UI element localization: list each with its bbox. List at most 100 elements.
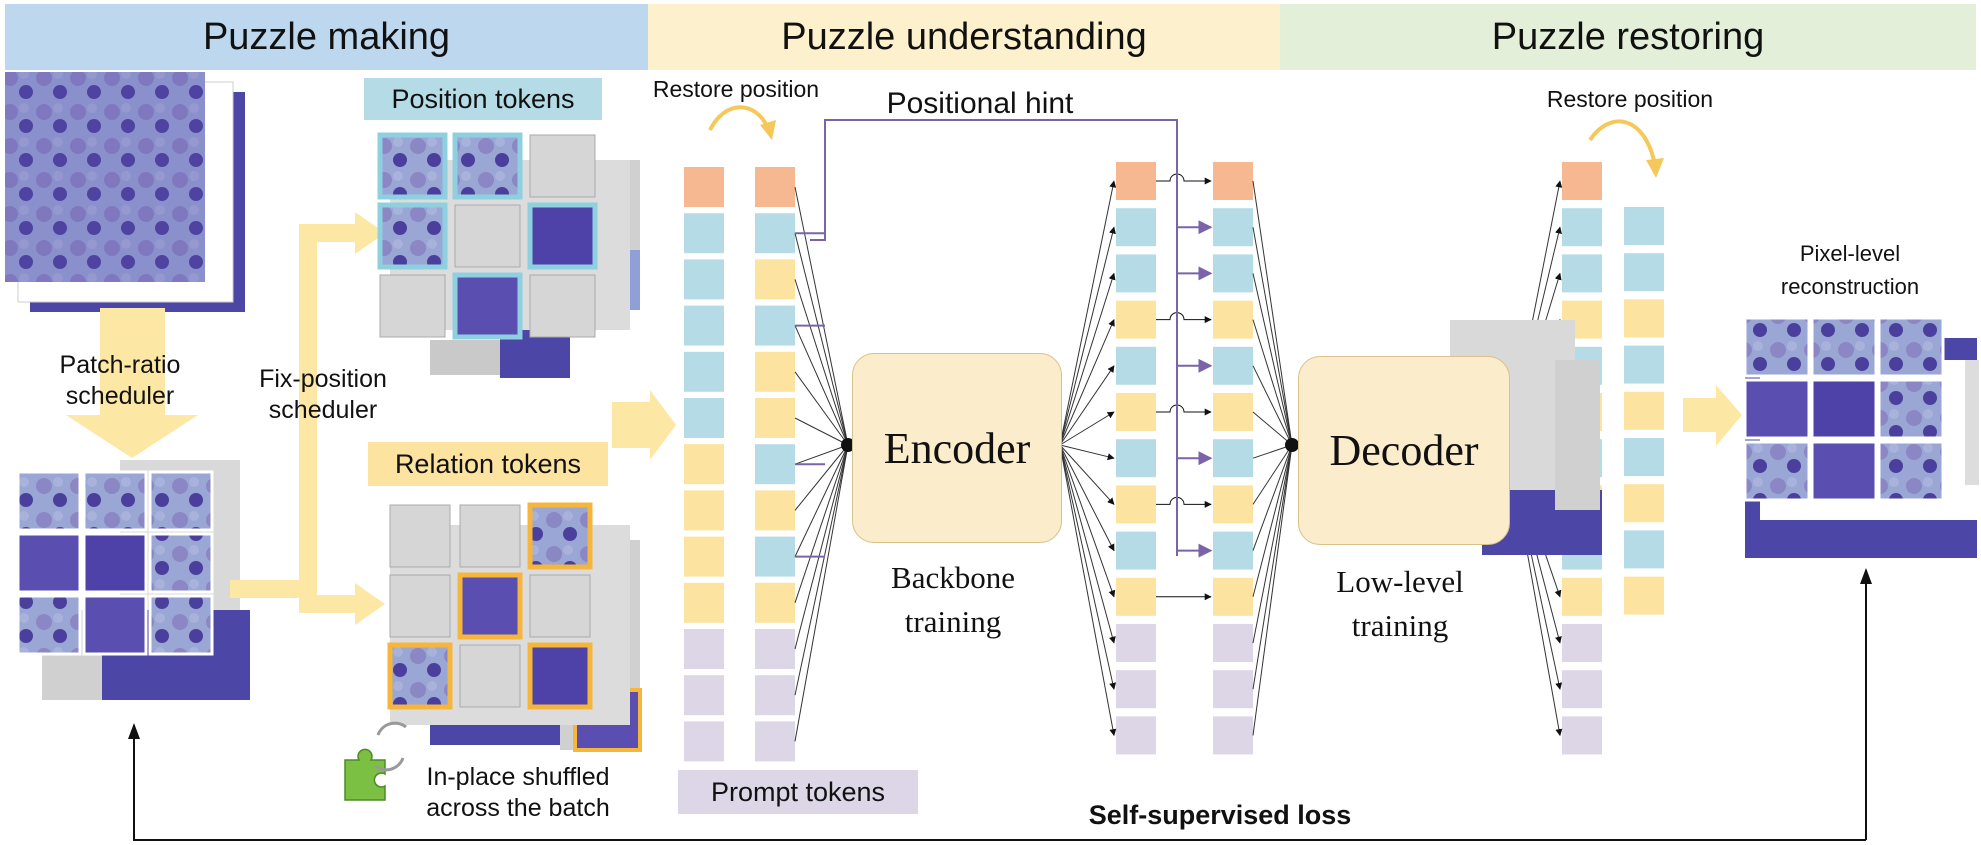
token-input_a-5: [684, 398, 724, 438]
token-decoded_b-3: [1624, 345, 1664, 384]
stage-title-puzzle-understanding: Puzzle understanding: [781, 15, 1147, 58]
position-tokens-label: Position tokens: [364, 78, 602, 120]
encoder-input-node: [841, 438, 855, 452]
token-decoded_a-1: [1562, 208, 1602, 247]
token-decoded_a-12: [1562, 716, 1602, 755]
encoder-label: Encoder: [883, 423, 1031, 473]
decoder-input-node: [1285, 438, 1299, 452]
input-arrow: [612, 390, 676, 460]
token-encoded_b-8: [1213, 531, 1253, 570]
output-arrow: [1683, 385, 1742, 446]
encoder-module: Encoder: [852, 353, 1062, 543]
token-encoded_b-0: [1213, 162, 1253, 200]
token-input_a-4: [684, 351, 724, 392]
token-decoded_b-1: [1624, 253, 1664, 292]
token-input_b-6: [755, 444, 795, 485]
token-encoded_a-3: [1116, 300, 1156, 339]
token-encoded_a-10: [1116, 624, 1156, 662]
token-encoded_b-7: [1213, 485, 1253, 524]
token-input_b-7: [755, 490, 795, 531]
positional-hint-label: Positional hint: [886, 87, 1074, 120]
source-image-stack: [5, 72, 245, 312]
token-input_a-1: [684, 213, 724, 254]
pixel-level-reconstruction-label: Pixel-level reconstruction: [1780, 241, 1920, 299]
stage-band-puzzle-making: Puzzle making: [5, 4, 648, 70]
token-decoded_b-0: [1624, 207, 1664, 245]
positional-hint-path: [810, 119, 1178, 556]
token-input_a-3: [684, 305, 724, 346]
token-input_b-8: [755, 536, 795, 577]
token-decoded_a-10: [1562, 624, 1602, 662]
token-decoded_b-2: [1624, 299, 1664, 338]
fix-position-branch-arrows: [230, 212, 385, 625]
stage-title-puzzle-making: Puzzle making: [202, 15, 451, 58]
token-decoded_a-9: [1562, 577, 1602, 616]
token-decoded_a-11: [1562, 670, 1602, 709]
restore-position-left-label: Restore position: [652, 76, 820, 102]
positional-hint-arrows: [795, 220, 1213, 558]
token-input_a-9: [684, 582, 724, 623]
token-input_a-11: [684, 675, 724, 716]
token-input_b-2: [755, 259, 795, 300]
decoder-label: Decoder: [1329, 426, 1479, 475]
token-input_b-12: [755, 721, 795, 762]
token-encoded_b-1: [1213, 208, 1253, 247]
reconstruction-stack: [1450, 316, 1980, 558]
token-encoded_b-10: [1213, 624, 1253, 662]
token-decoded_b-8: [1624, 576, 1664, 615]
token-input_b-3: [755, 305, 795, 346]
token-input_a-6: [684, 444, 724, 485]
token-encoded_a-4: [1116, 346, 1156, 385]
token-encoded_b-2: [1213, 254, 1253, 293]
position-tokens-grid: [377, 132, 640, 378]
token-decoded_b-7: [1624, 530, 1664, 569]
token-input_a-7: [684, 490, 724, 531]
token-input_a-12: [684, 721, 724, 762]
token-encoded_a-1: [1116, 208, 1156, 247]
token-encoded_b-12: [1213, 716, 1253, 755]
token-encoded_a-7: [1116, 485, 1156, 524]
token-input_b-11: [755, 675, 795, 716]
token-decoded_a-0: [1562, 162, 1602, 200]
puzzle-piece-icon: [344, 748, 386, 801]
token-input_b-0: [755, 167, 795, 207]
token-encoded_b-4: [1213, 346, 1253, 385]
token-decoded_b-4: [1624, 391, 1664, 430]
stage-band-puzzle-restoring: Puzzle restoring: [1280, 4, 1976, 70]
low-level-training-label: Low-level training: [1336, 564, 1464, 643]
restore-position-arrow-right: [1588, 119, 1657, 166]
relation-tokens-grid: [387, 502, 642, 752]
token-encoded_b-9: [1213, 577, 1253, 616]
relation-tokens-label: Relation tokens: [368, 442, 608, 486]
patch-ratio-arrow: [66, 308, 198, 458]
token-input_a-2: [684, 259, 724, 300]
self-supervised-loss-loop: [133, 570, 1867, 841]
token-decoded_b-6: [1624, 484, 1664, 523]
token-encoded_a-12: [1116, 716, 1156, 755]
stage-title-puzzle-restoring: Puzzle restoring: [1491, 15, 1765, 58]
self-supervised-loss-label: Self-supervised loss: [1088, 800, 1352, 830]
token-input_a-10: [684, 629, 724, 669]
in-place-shuffled-label: In-place shuffled across the batch: [426, 763, 610, 822]
token-encoded_b-11: [1213, 670, 1253, 709]
restore-position-arrow-left: [708, 105, 770, 131]
token-encoded_a-8: [1116, 531, 1156, 570]
token-encoded_b-3: [1213, 300, 1253, 339]
stage-band-puzzle-understanding: Puzzle understanding: [648, 4, 1280, 70]
token-encoded_b-5: [1213, 393, 1253, 431]
token-input_b-10: [755, 629, 795, 669]
patched-image-stack: [16, 460, 250, 700]
token-input_a-0: [684, 167, 724, 207]
token-decoded_a-2: [1562, 254, 1602, 293]
decoder-module: Decoder: [1298, 356, 1510, 545]
token-encoded_a-11: [1116, 670, 1156, 709]
token-encoded_a-0: [1116, 162, 1156, 200]
patch-ratio-scheduler-label: Patch-ratio scheduler: [59, 351, 181, 410]
token-encoded_a-9: [1116, 577, 1156, 616]
backbone-training-label: Backbone training: [891, 560, 1015, 639]
restore-position-right-label: Restore position: [1546, 86, 1714, 112]
token-encoded_a-5: [1116, 393, 1156, 431]
token-input_b-4: [755, 351, 795, 392]
token-input_b-1: [755, 213, 795, 254]
